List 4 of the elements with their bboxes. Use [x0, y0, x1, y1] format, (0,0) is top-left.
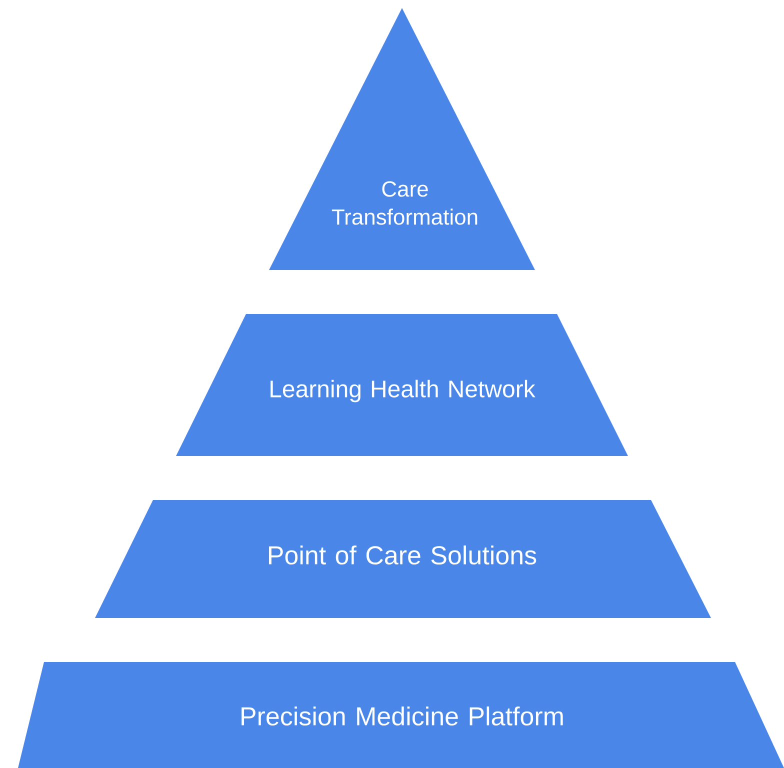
pyramid-level: Care Transformation [269, 8, 535, 270]
pyramid-level: Precision Medicine Platform [18, 662, 784, 768]
pyramid-level: Point of Care Solutions [95, 500, 711, 618]
pyramid-level: Learning Health Network [176, 314, 628, 456]
